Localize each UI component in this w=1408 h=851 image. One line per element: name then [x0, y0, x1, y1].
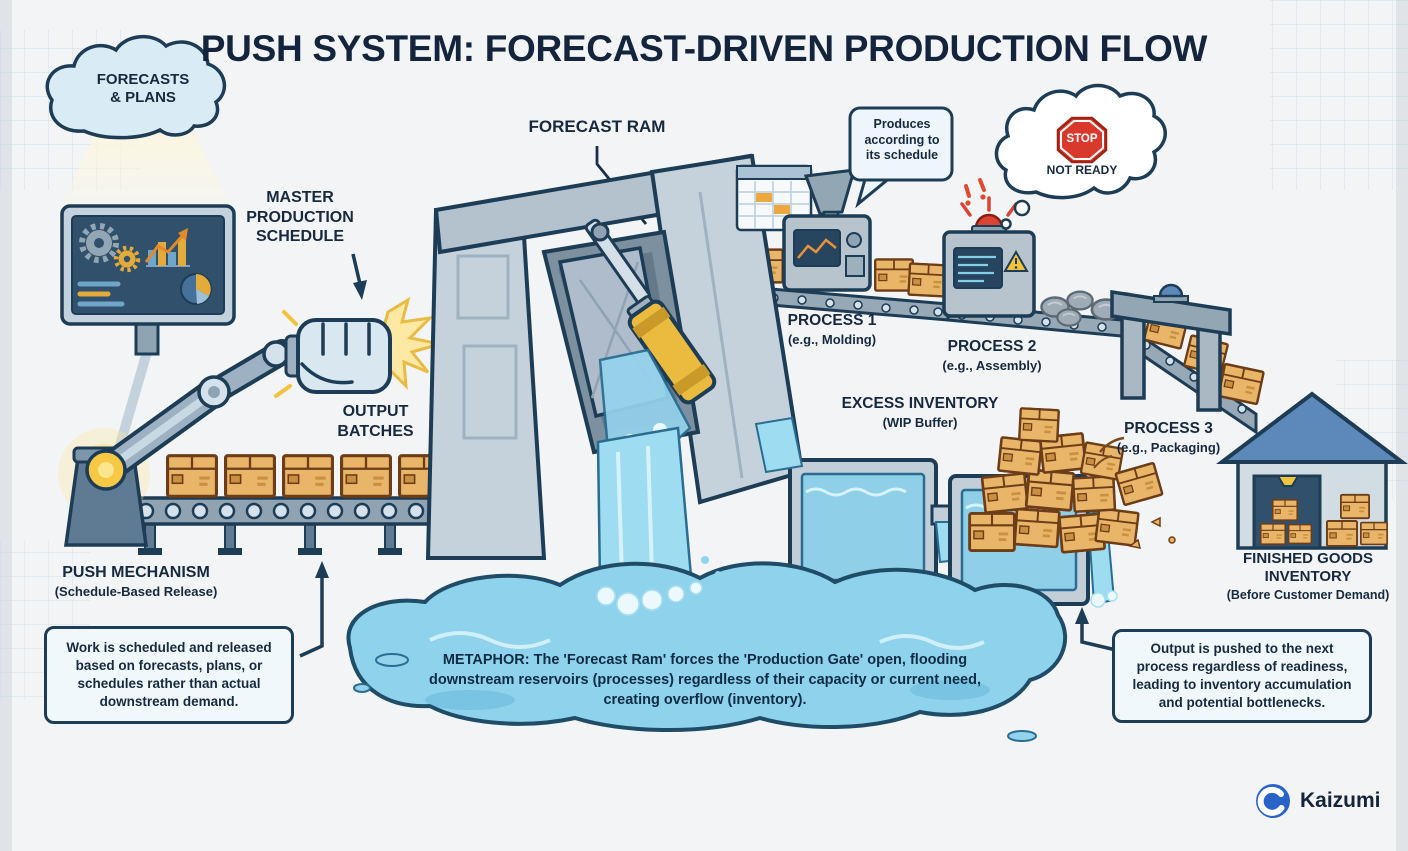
- speech-bubble-text: Produces according to its schedule: [864, 117, 940, 163]
- not-ready-text: NOT READY: [1046, 163, 1118, 177]
- process-2-machine: [942, 178, 1036, 318]
- pie-chart-icon: [180, 273, 212, 305]
- brand-name: Kaizumi: [1300, 789, 1381, 812]
- blue-dome-light-icon: [1158, 283, 1184, 298]
- output-batch-boxes: [166, 454, 450, 498]
- process-2-label: PROCESS 2 (e.g., Assembly): [922, 338, 1062, 374]
- push-mechanism-label: PUSH MECHANISM (Schedule-Based Release): [16, 563, 256, 599]
- right-callout-arrow: [1075, 607, 1117, 652]
- forecasts-cloud-label: FORECASTS & PLANS: [80, 71, 206, 108]
- process-1-name: PROCESS 1: [787, 312, 877, 329]
- forecast-ram-label: FORECAST RAM: [528, 117, 666, 136]
- waterfall-streak: [616, 451, 624, 579]
- fist-icon: [296, 318, 392, 394]
- gear-icon: [79, 223, 141, 273]
- schedule-calendar-icon: [735, 164, 813, 232]
- callout-left-text: Work is scheduled and released based on …: [66, 640, 272, 709]
- kaizumi-logo-icon: [1256, 784, 1290, 818]
- left-callout-arrow: [299, 561, 329, 658]
- master-production-schedule-label: MASTER PRODUCTION SCHEDULE: [246, 189, 354, 246]
- callout-left: Work is scheduled and released based on …: [44, 626, 294, 724]
- process-1-machine: [782, 168, 872, 292]
- forecasts-cloud-line2: & PLANS: [110, 89, 176, 107]
- forecasts-cloud-icon: [45, 34, 227, 140]
- callout-right: Output is pushed to the next process reg…: [1112, 629, 1372, 723]
- schedule-dashboard-monitor: [60, 204, 236, 454]
- mps-arrow: [351, 253, 367, 300]
- process-3-example: (e.g., Packaging): [1116, 439, 1221, 455]
- flood-pool: [346, 556, 1118, 742]
- kpi-rows-icon: [77, 281, 125, 307]
- finished-goods-title: FINISHED GOODS INVENTORY: [1242, 550, 1373, 586]
- metaphor-text: The 'Forecast Ram' forces the 'Productio…: [428, 652, 982, 708]
- process-3-label: PROCESS 3 (e.g., Packaging): [1106, 420, 1231, 456]
- process-2-example: (e.g., Assembly): [942, 357, 1042, 373]
- bar-chart-icon: [146, 238, 190, 267]
- metaphor-label: METAPHOR:: [442, 652, 530, 668]
- finished-goods-warehouse: [1216, 391, 1408, 550]
- stop-sign-text: STOP: [1066, 133, 1098, 145]
- door-lamp-icon: [1276, 475, 1300, 487]
- trend-arrow-icon: [144, 228, 188, 263]
- process-1-label: PROCESS 1 (e.g., Molding): [762, 312, 902, 348]
- finished-goods-sub: (Before Customer Demand): [1226, 587, 1390, 602]
- dam-side-cascade: [754, 416, 804, 474]
- callout-right-text: Output is pushed to the next process reg…: [1132, 641, 1352, 710]
- process-1-example: (e.g., Molding): [787, 331, 877, 347]
- not-ready-thought-cloud: [994, 83, 1167, 230]
- process-2-name: PROCESS 2: [947, 338, 1037, 355]
- excess-inventory-sub: (WIP Buffer): [882, 414, 958, 430]
- forecast-beam: [60, 124, 232, 208]
- push-mechanism-sub: (Schedule-Based Release): [54, 583, 218, 599]
- push-mechanism-arm: [58, 296, 441, 547]
- production-gate-dam: [425, 153, 805, 560]
- excess-inventory-pile: [968, 406, 1176, 554]
- process-3-name: PROCESS 3: [1124, 420, 1213, 437]
- stop-sign-icon: [1056, 116, 1108, 164]
- finished-goods-label: FINISHED GOODS INVENTORY (Before Custome…: [1212, 550, 1404, 603]
- forecasts-cloud-line1: FORECASTS: [96, 71, 190, 88]
- brand-logo-block: Kaizumi: [1254, 782, 1381, 820]
- metaphor-caption: METAPHOR: The 'Forecast Ram' forces the …: [412, 650, 998, 710]
- forecast-ram-cylinder: [584, 218, 717, 405]
- excess-inventory-label: EXCESS INVENTORY (WIP Buffer): [816, 395, 1024, 431]
- process-3-machine: [1110, 283, 1232, 412]
- output-batches-label: OUTPUT BATCHES: [337, 403, 414, 440]
- waterfall-streak: [646, 445, 654, 575]
- page-title: PUSH SYSTEM: FORECAST-DRIVEN PRODUCTION …: [200, 28, 1208, 69]
- speech-bubble: [848, 106, 954, 209]
- push-mechanism-title: PUSH MECHANISM: [62, 564, 210, 581]
- excess-inventory-title: EXCESS INVENTORY: [841, 395, 999, 412]
